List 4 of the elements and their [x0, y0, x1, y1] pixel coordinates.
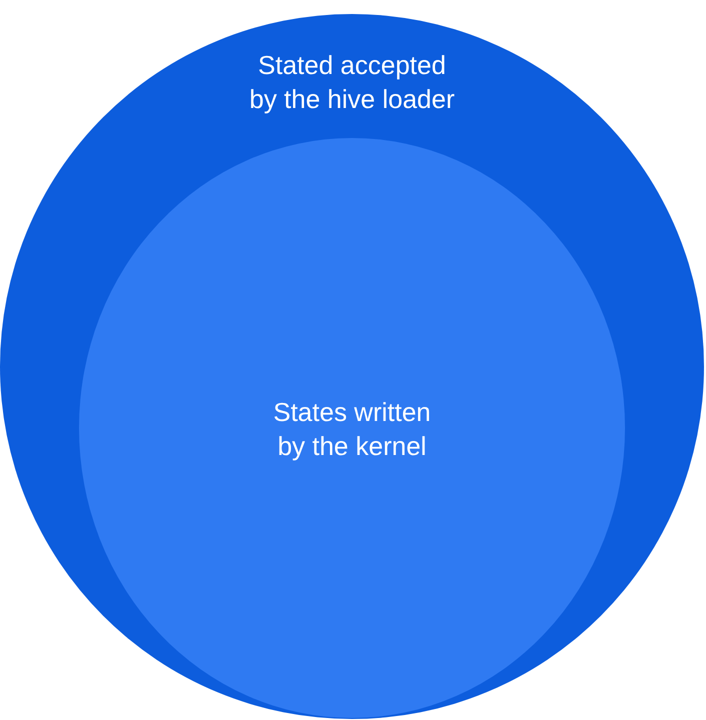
inner-circle [79, 138, 625, 718]
circle-label: States written by the kernel [272, 396, 432, 463]
circle-label: Stated accepted by the hive loader [248, 49, 456, 116]
outer-circle [0, 14, 704, 719]
